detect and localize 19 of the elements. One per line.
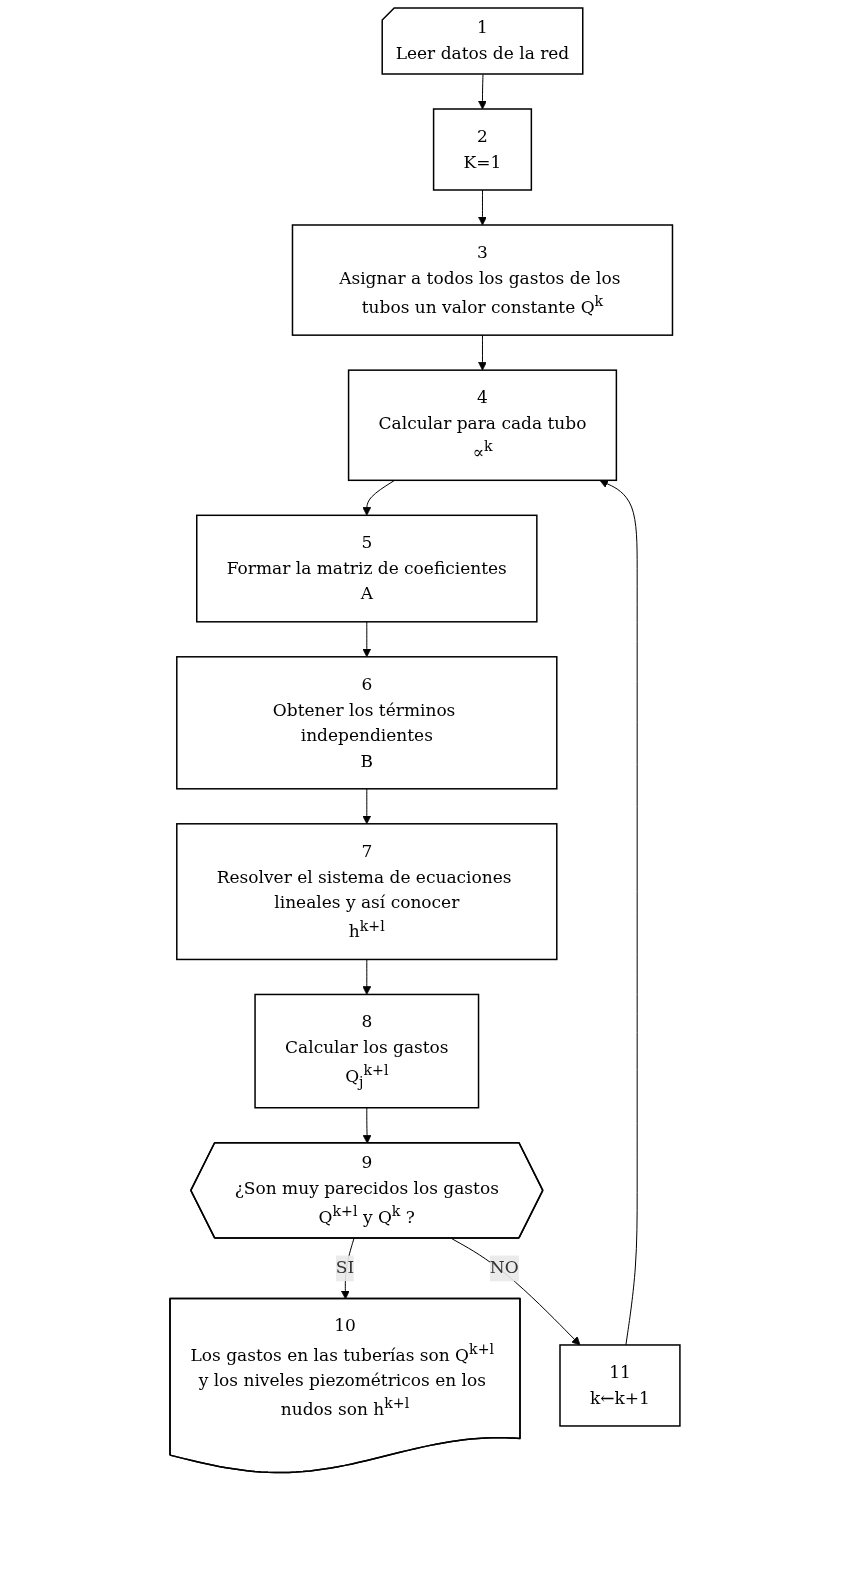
arrow — [361, 479, 395, 516]
node-box: 6 Obtener los términos independientes B — [175, 656, 558, 790]
node-box: 4 Calcular para cada tubo ∝$^{k}$ — [347, 369, 617, 482]
node-box: 7 Resolver el sistema de ecuaciones lineales y así conocer h$^{k+l}$ — [175, 823, 558, 961]
node-box: 3 Asignar a todos los gastos de los tubos un valor constante Q$^{k}$ — [291, 224, 673, 336]
arrow — [477, 74, 487, 110]
arrow — [599, 479, 638, 1346]
arrow — [362, 1107, 371, 1144]
arrow — [361, 788, 371, 825]
arrow — [450, 1237, 580, 1346]
arrow — [361, 958, 371, 995]
arrow — [477, 189, 487, 226]
arrow — [361, 621, 371, 658]
node-box: 5 Formar la matriz de coeficientes A — [195, 514, 538, 623]
edge-label: SI — [335, 1257, 354, 1278]
arrow — [477, 334, 487, 371]
node-box: 11 k←k+1 — [558, 1344, 681, 1427]
node-box: 2 K=1 — [432, 108, 532, 191]
edge-label: NO — [489, 1257, 519, 1278]
